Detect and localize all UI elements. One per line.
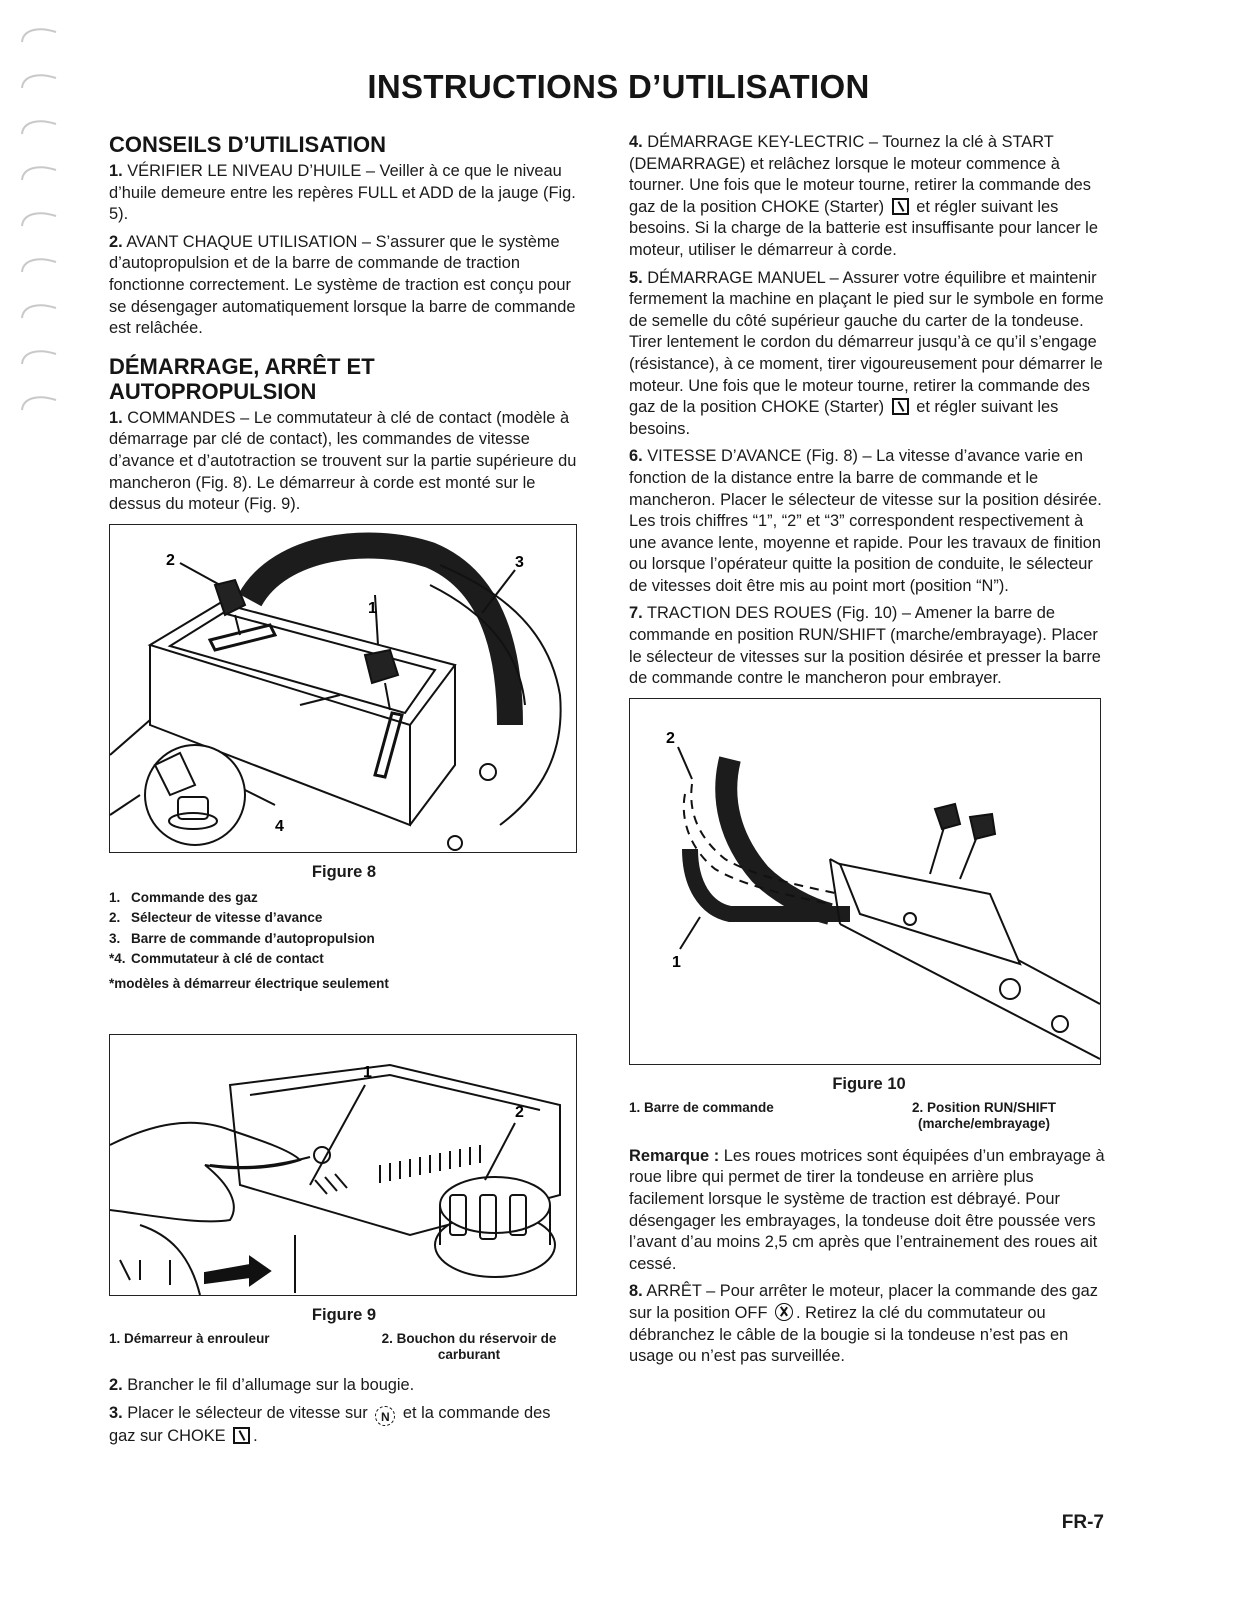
legend-item: 2. Position RUN/SHIFT (marche/embrayage) (911, 1099, 1056, 1131)
paragraph-before-use: 2. AVANT CHAQUE UTILISATION – S’assurer … (109, 232, 579, 340)
neutral-icon: N (375, 1405, 396, 1426)
page-title: INSTRUCTIONS D’UTILISATION (367, 68, 870, 105)
legend-item: 1. Barre de commande (629, 1099, 774, 1115)
figure-9-legend: 1. Démarreur à enrouleur 2. Bouchon du r… (109, 1331, 579, 1363)
paragraph-neutral-choke: 3. Placer le sélecteur de vitesse sur N … (109, 1403, 579, 1448)
callout-4: 4 (275, 818, 284, 835)
page-number: FR-7 (1061, 1512, 1104, 1533)
paragraph-manual-start: 5. DÉMARRAGE MANUEL – Assurer votre équi… (629, 268, 1109, 441)
paragraph-text: et la commande des gaz sur CHOKE (109, 1403, 551, 1445)
figure-10-caption: Figure 10 (832, 1074, 906, 1093)
item-number: 6. (629, 447, 643, 466)
item-number: 4. (629, 133, 643, 151)
paragraph-stop: 8. ARRÊT – Pour arrêter le moteur, place… (629, 1281, 1109, 1367)
paragraph-text: . Retirez la clé du commutateur ou débra… (629, 1304, 1069, 1366)
item-number: 2. (109, 1376, 123, 1395)
legend-footnote: *modèles à démarreur électrique seulemen… (109, 975, 389, 991)
choke-icon (891, 197, 909, 215)
figure-8-legend: 1.Commande des gaz 2.Sélecteur de vitess… (109, 888, 579, 995)
figure-10-legend: 1. Barre de commande 2. Position RUN/SHI… (629, 1100, 1109, 1132)
item-number: 7. (629, 604, 643, 623)
legend-item: 3.Barre de commande d’autopropulsion (109, 930, 375, 946)
off-icon (775, 1303, 794, 1321)
callout-1: 1 (368, 600, 377, 617)
paragraph-commandes: 1. COMMANDES – Le commutateur à clé de c… (109, 408, 579, 516)
paragraph-text: TRACTION DES ROUES (Fig. 10) – Amener la… (629, 604, 1101, 688)
item-number: 2. (109, 232, 123, 251)
left-column: CONSEILS D’UTILISATION 1. VÉRIFIER LE NI… (109, 132, 579, 1453)
figure-8-caption: Figure 8 (311, 862, 377, 881)
choke-icon (233, 1426, 251, 1444)
section-title-conseils: CONSEILS D’UTILISATION (109, 132, 387, 157)
paragraph-text: VÉRIFIER LE NIVEAU D’HUILE – Veiller à c… (109, 162, 576, 224)
paragraph-text: . (253, 1426, 258, 1445)
paragraph-text: VITESSE D’AVANCE (Fig. 8) – La vitesse d… (629, 447, 1102, 595)
figure-9-caption: Figure 9 (311, 1306, 377, 1325)
legend-item: 2. Bouchon du réservoir de carburant (381, 1331, 557, 1363)
legend-item: 1. Démarreur à enrouleur (109, 1331, 270, 1347)
legend-item: *4.Commutateur à clé de contact (109, 951, 324, 967)
item-number: 8. (629, 1282, 643, 1301)
choke-icon (891, 398, 909, 416)
item-number: 1. (109, 162, 123, 180)
item-number: 5. (629, 268, 643, 287)
legend-item: 2.Sélecteur de vitesse d’avance (109, 910, 323, 926)
paragraph-text: COMMANDES – Le commutateur à clé de cont… (109, 408, 577, 514)
paragraph-text: et régler suivant les besoins. Si la cha… (629, 197, 1098, 259)
paragraph-text: et régler suivant les besoins. (629, 398, 1059, 438)
callout-2: 2 (666, 730, 675, 747)
paragraph-traction: 7. TRACTION DES ROUES (Fig. 10) – Amener… (629, 603, 1109, 689)
callout-1: 1 (672, 954, 681, 971)
callout-2: 2 (515, 1104, 524, 1121)
remark-label: Remarque : (629, 1146, 720, 1165)
callout-1: 1 (363, 1064, 372, 1081)
paragraph-text: AVANT CHAQUE UTILISATION – S’assurer que… (109, 232, 576, 338)
paragraph-text: ARRÊT – Pour arrêter le moteur, placer l… (629, 1282, 1098, 1322)
item-number: 3. (109, 1403, 123, 1422)
figure-8-illustration: 2 1 3 4 (109, 523, 577, 853)
figure-10-illustration: 2 1 (629, 697, 1101, 1065)
paragraph-text: Les roues motrices sont équipées d’un em… (629, 1146, 1105, 1273)
paragraph-speed: 6. VITESSE D’AVANCE (Fig. 8) – La vitess… (629, 446, 1109, 597)
paragraph-text: DÉMARRAGE KEY-LECTRIC – Tournez la clé à… (629, 133, 1091, 216)
item-number: 1. (109, 408, 123, 427)
legend-item: 1.Commande des gaz (109, 889, 258, 905)
figure-9-illustration: 1 2 (109, 1034, 577, 1297)
binder-holes (21, 28, 57, 411)
paragraph-remark: Remarque : Les roues motrices sont équip… (629, 1146, 1109, 1276)
paragraph-oil-level: 1. VÉRIFIER LE NIVEAU D’HUILE – Veiller … (109, 161, 579, 226)
right-column: 4. DÉMARRAGE KEY-LECTRIC – Tournez la cl… (629, 132, 1109, 1374)
paragraph-text: Placer le sélecteur de vitesse sur (127, 1403, 368, 1422)
callout-3: 3 (515, 554, 524, 571)
paragraph-spark-plug: 2. Brancher le fil d’allumage sur la bou… (109, 1375, 579, 1397)
paragraph-key-lectric: 4. DÉMARRAGE KEY-LECTRIC – Tournez la cl… (629, 132, 1109, 262)
paragraph-text: Brancher le fil d’allumage sur la bougie… (127, 1376, 415, 1395)
paragraph-text: DÉMARRAGE MANUEL – Assurer votre équilib… (629, 268, 1104, 417)
section-title-demarrage: DÉMARRAGE, ARRÊT ET AUTOPROPULSION (109, 353, 375, 404)
callout-2: 2 (166, 552, 175, 569)
